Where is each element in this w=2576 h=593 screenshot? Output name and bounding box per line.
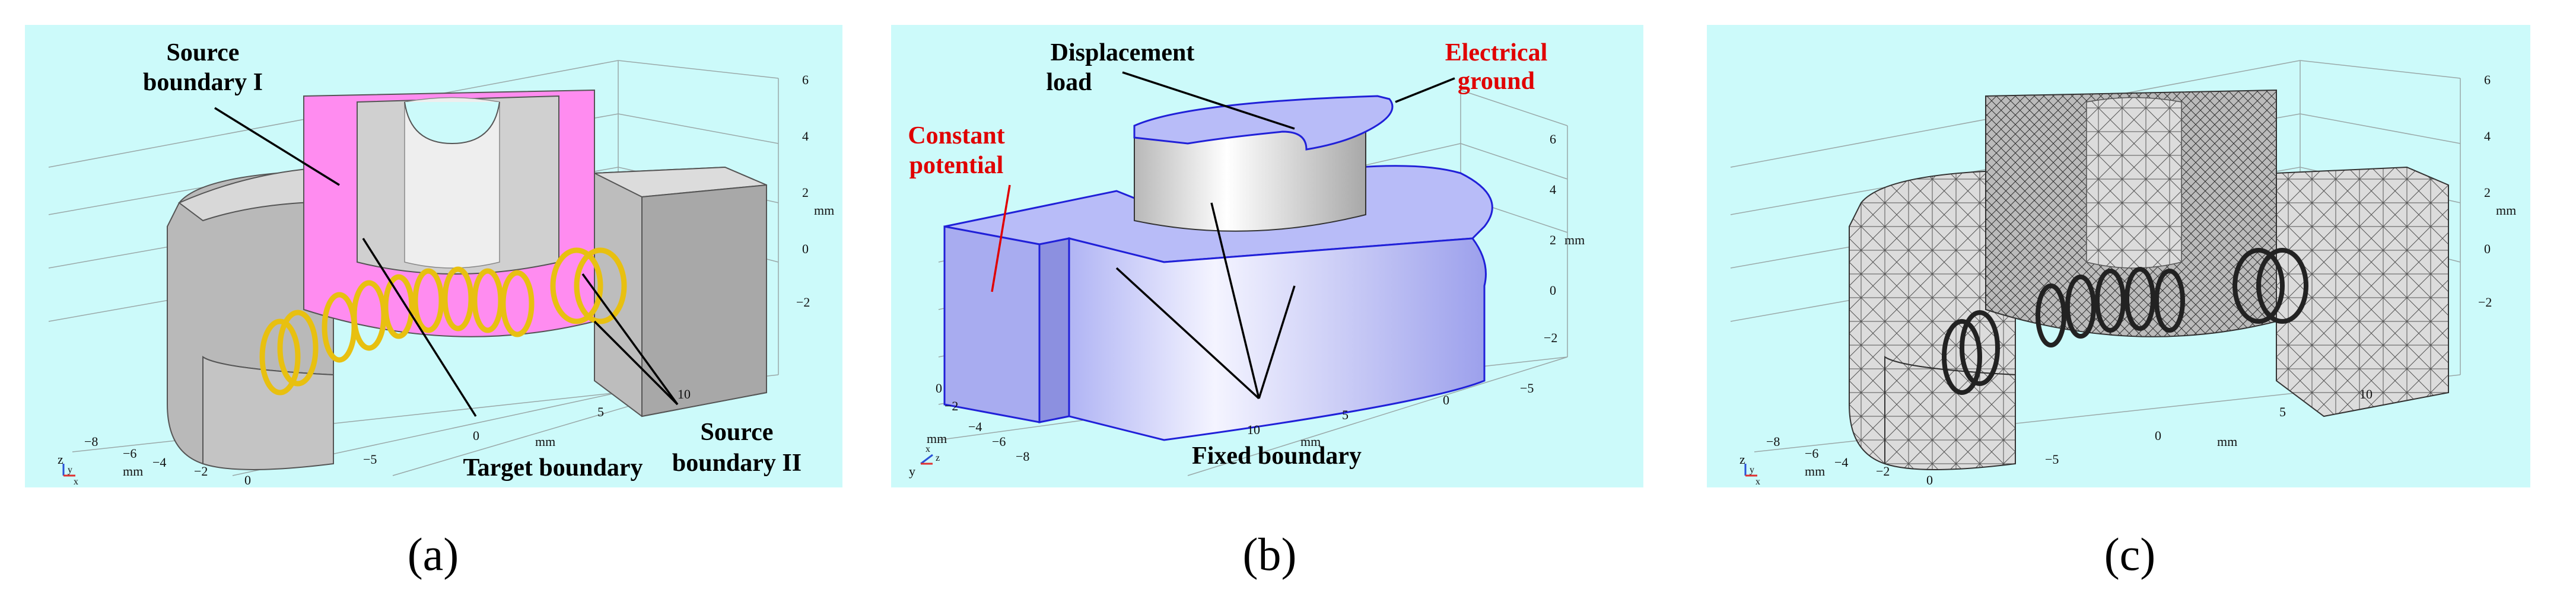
left-tick: −6	[1805, 446, 1818, 461]
annotation-lines	[991, 71, 1455, 400]
vert-unit: mm	[1564, 232, 1585, 247]
svg-text:z: z	[1739, 452, 1745, 467]
left-tick: 0	[244, 473, 251, 487]
panel-c: 6 4 2 mm 0 −2 −8 −6 −4 mm −2 0 −5 0 mm 5…	[1707, 25, 2530, 487]
vert-tick: −2	[2478, 295, 2492, 310]
annotation-lines	[214, 107, 679, 417]
vert-tick: 0	[802, 241, 809, 256]
left-tick: −6	[992, 434, 1006, 449]
vert-tick: 6	[802, 72, 809, 87]
label-displacement-load-line2: load	[1046, 69, 1092, 96]
svg-text:y: y	[68, 465, 72, 475]
left-tick: −4	[1834, 455, 1848, 470]
bottom-tick: 10	[678, 387, 691, 401]
caption-b: (b)	[1242, 528, 1297, 580]
bottom-tick: 5	[1342, 407, 1349, 422]
caption-a: (a)	[407, 528, 459, 580]
caption-c: (c)	[2104, 528, 2156, 580]
left-tick: −2	[944, 398, 958, 413]
svg-text:z: z	[58, 452, 63, 467]
bottom-tick: −5	[363, 452, 377, 467]
axis-triad: z y x	[58, 452, 78, 487]
vert-tick: 2	[802, 185, 809, 200]
left-tick: −8	[1016, 449, 1029, 464]
label-constant-potential-line1: Constant	[908, 122, 1004, 149]
axis-triad: z y x	[1739, 452, 1760, 487]
left-tick: −8	[1766, 434, 1780, 449]
svg-text:x: x	[1756, 477, 1760, 487]
svg-text:y: y	[909, 464, 915, 479]
label-constant-potential-line2: potential	[909, 152, 1004, 179]
coil-windings	[259, 247, 627, 396]
vert-tick: 4	[802, 129, 809, 144]
left-unit: mm	[123, 464, 143, 479]
vert-unit: mm	[814, 203, 834, 218]
vert-tick: 4	[2484, 129, 2491, 144]
label-target-boundary: Target boundary	[463, 454, 643, 482]
panel-b: Displacement load Electrical ground Cons…	[891, 25, 1643, 487]
left-tick: −4	[152, 455, 166, 470]
label-electrical-ground-line1: Electrical	[1445, 39, 1548, 66]
left-tick: −2	[1876, 464, 1890, 479]
panel-a: Source boundary I Target boundary Source…	[25, 25, 842, 487]
bottom-tick: 5	[597, 404, 604, 419]
left-tick: −8	[84, 434, 98, 449]
panel-c-figure: 6 4 2 mm 0 −2 −8 −6 −4 mm −2 0 −5 0 mm 5…	[1730, 60, 2516, 487]
label-displacement-load-line1: Displacement	[1051, 39, 1195, 66]
label-source-boundary-2-line1: Source	[701, 419, 774, 446]
label-electrical-ground-line2: ground	[1458, 68, 1535, 95]
left-unit: mm	[1805, 464, 1825, 479]
vert-tick: −2	[796, 295, 810, 310]
bottom-tick: −5	[2045, 452, 2059, 467]
bottom-tick: 0	[2155, 428, 2161, 443]
vert-tick: 2	[1550, 232, 1556, 247]
left-tick: 0	[1926, 473, 1933, 487]
label-fixed-boundary: Fixed boundary	[1192, 442, 1362, 470]
bottom-tick: 0	[1443, 393, 1449, 407]
svg-text:y: y	[1750, 465, 1754, 475]
vert-tick: 6	[2484, 72, 2491, 87]
vert-tick: 0	[2484, 241, 2491, 256]
left-tick: −6	[123, 446, 136, 461]
bottom-tick: 0	[473, 428, 479, 443]
label-source-boundary-2-line2: boundary II	[672, 449, 802, 477]
left-unit: mm	[927, 431, 947, 446]
vert-tick: −2	[1544, 330, 1557, 345]
panel-a-figure: Source boundary I Target boundary Source…	[48, 39, 834, 487]
svg-text:x: x	[926, 444, 930, 454]
label-source-boundary-1-line1: Source	[167, 39, 240, 66]
vert-tick: 4	[1550, 182, 1556, 197]
bottom-tick: 5	[2279, 404, 2286, 419]
left-tick: −4	[968, 419, 982, 434]
left-tick: −2	[194, 464, 208, 479]
bottom-tick: 10	[2359, 387, 2373, 401]
vert-tick: 6	[1550, 132, 1556, 146]
vert-unit: mm	[2496, 203, 2516, 218]
panel-b-figure: Displacement load Electrical ground Cons…	[908, 39, 1585, 479]
axis-triad: y x z	[909, 444, 940, 479]
bottom-tick: 10	[1247, 422, 1260, 437]
vert-tick: 0	[1550, 283, 1556, 298]
svg-text:x: x	[74, 477, 78, 487]
svg-text:z: z	[936, 453, 940, 463]
label-source-boundary-1-line2: boundary I	[143, 69, 263, 96]
bottom-tick: −5	[1520, 381, 1534, 396]
coil-windings	[1942, 248, 2308, 395]
vert-tick: 2	[2484, 185, 2491, 200]
left-tick: 0	[936, 381, 942, 396]
bottom-unit: mm	[1300, 434, 1321, 449]
bottom-unit: mm	[535, 434, 555, 449]
bottom-unit: mm	[2217, 434, 2237, 449]
